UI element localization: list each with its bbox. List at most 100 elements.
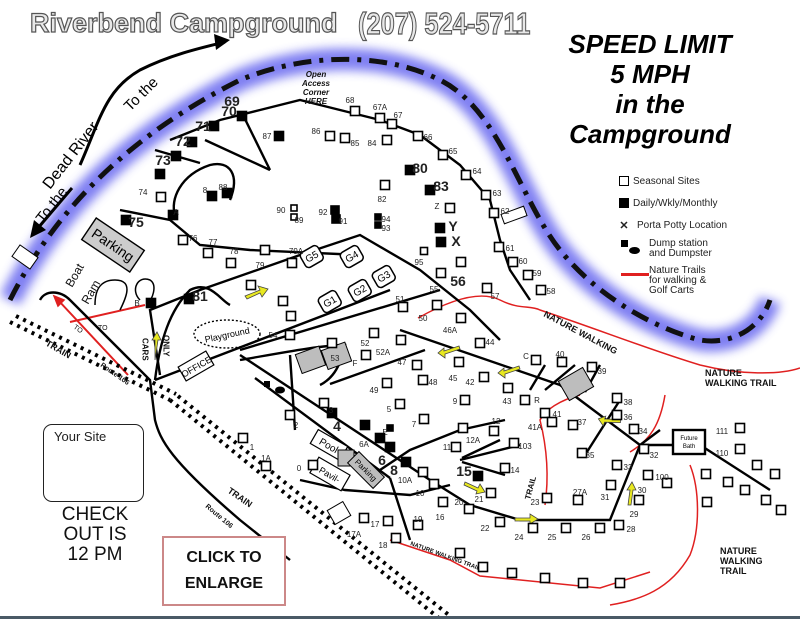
site-number-label: 2 [294,421,299,430]
seasonal-site-marker [546,416,558,428]
seasonal-site-marker [586,361,598,373]
legend-label: Seasonal Sites [633,175,700,187]
seasonal-site-marker [506,567,518,579]
seasonal-site-marker [502,382,514,394]
site-number-label: 67 [394,111,403,120]
daily-site-marker [472,470,484,482]
daily-site-marker [374,221,382,229]
daily-site-marker [167,209,179,221]
site-number-label: 85 [351,139,360,148]
site-number-label: 4 [333,418,341,434]
site-number-label: 14 [511,466,520,475]
daily-site-marker [331,214,341,224]
site-number-label: 24 [515,533,524,542]
seasonal-site-marker [374,112,386,124]
site-number-label: 39 [598,367,607,376]
site-number-label: X [451,233,461,249]
legend-seasonal: Seasonal Sites [615,170,727,192]
to-label-1: TO [72,324,84,336]
legend-porta-potty: ✕ Porta Potty Location [615,214,727,236]
site-number-label: 31 [601,493,610,502]
site-number-label: 91 [339,217,348,226]
seasonal-site-marker [488,207,500,219]
site-number-label: 17 [371,520,380,529]
trail-label: TRAIL [523,475,538,500]
open-access-line3: Corner [303,88,330,97]
site-number-label: 61 [506,244,515,253]
enlarge-line1: CLICK TO [186,549,262,566]
daily-site-marker [330,205,340,215]
site-number-label: 42 [466,378,475,387]
nature-trail-bottom-line3: TRAIL [720,566,747,576]
site-number-label: 90 [277,206,286,215]
seasonal-site-marker [381,377,393,389]
site-number-label: 32 [650,451,659,460]
site-number-label: C [523,352,529,361]
site-number-label: 59 [533,269,542,278]
seasonal-site-marker [339,132,351,144]
site-number-label: 3 [329,406,334,415]
click-to-enlarge-button[interactable]: CLICK TO ENLARGE [162,536,286,606]
nature-trail-top-line2: WALKING TRAIL [705,378,777,388]
seasonal-site-marker [577,577,589,589]
seasonal-site-marker [245,279,257,291]
map-legend: Seasonal Sites Daily/Wkly/Monthly ✕ Port… [615,170,727,300]
site-number-label: 10A [398,476,413,485]
site-number-label: 34 [639,427,648,436]
open-access-line2: Access [301,79,331,88]
seasonal-site-marker [177,234,189,246]
seasonal-site-marker [307,459,319,471]
seasonal-site-marker [453,356,465,368]
site-number-label: 15 [456,463,472,479]
daily-site-marker [120,214,132,226]
seasonal-site-marker [628,423,640,435]
seasonal-site-marker [760,494,772,506]
seasonal-site-marker [237,432,249,444]
site-number-label: 1 [250,443,255,452]
site-number-label: 23 [531,498,540,507]
daily-site-marker [170,150,182,162]
seasonal-site-marker [611,392,623,404]
site-number-label: 40 [556,350,565,359]
seasonal-site-marker [541,492,553,504]
site-number-label: 36 [624,413,633,422]
site-number-label: 0 [297,464,302,473]
seasonal-site-marker [556,356,568,368]
site-number-label: 19 [414,515,423,524]
seasonal-site-marker [412,519,424,531]
legend-dump-station: Dump station and Dumpster [615,236,727,262]
site-number-label: 41A [528,423,543,432]
seasonal-site-marker [535,284,547,296]
site-number-label: 16 [436,513,445,522]
seasonal-site-marker [395,334,407,346]
seasonal-site-marker [494,516,506,528]
group-sites: G5 G4 G3 G2 G1 [299,244,396,314]
seasonal-site-marker [386,118,398,130]
red-line-icon [615,266,649,276]
future-bath-line1: Future [680,436,698,442]
site-number-label: 38 [624,398,633,407]
site-number-label: 41 [553,410,562,419]
seasonal-site-marker [633,494,645,506]
seasonal-site-marker [444,202,456,214]
seasonal-site-marker [360,349,372,361]
seasonal-site-marker [437,496,449,508]
route-label-2: Route 106 [204,503,234,530]
nature-trails [52,294,800,606]
daily-site-marker [273,130,285,142]
seasonal-site-marker [508,437,520,449]
daily-site-marker [435,236,447,248]
site-number-label: 76 [189,234,198,243]
seasonal-site-marker [642,469,654,481]
site-number-label: 84 [368,139,377,148]
seasonal-site-marker [417,374,429,386]
seasonal-site-marker [751,459,763,471]
site-number-label: 45 [449,374,458,383]
only-label: ONLY [162,335,171,357]
legend-label: Golf Carts [649,285,695,296]
site-number-label: Z [435,202,440,211]
seasonal-site-marker [460,169,472,181]
site-number-label: 48 [429,378,438,387]
ram-label: Ram [78,278,103,307]
